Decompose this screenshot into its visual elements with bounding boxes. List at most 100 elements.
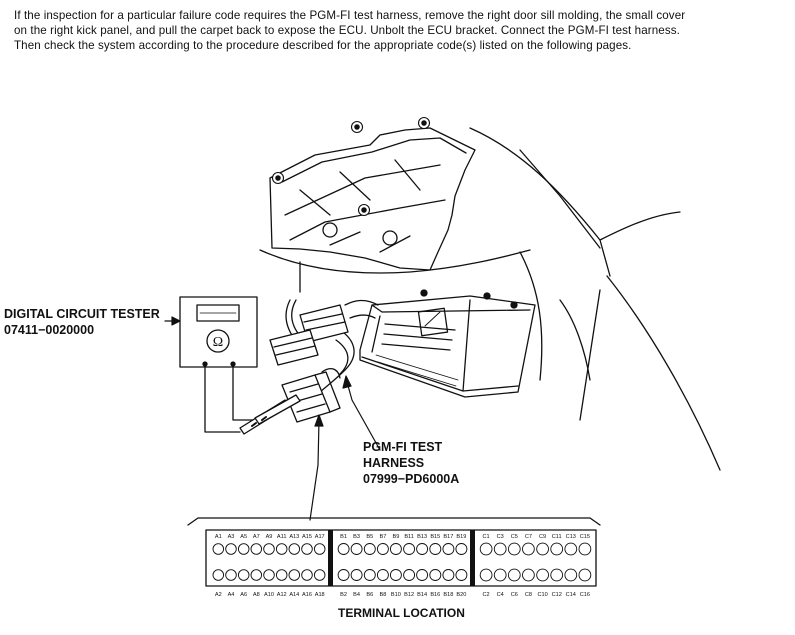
pin-label-b15: B15 xyxy=(430,534,440,540)
tester-part-number: 07411−0020000 xyxy=(4,323,95,337)
terminal-pin-c6 xyxy=(507,568,521,582)
terminal-pin-b4 xyxy=(350,569,363,581)
ecu-side-connector xyxy=(269,304,349,366)
pin-label-a8: A8 xyxy=(253,592,260,598)
pin-label-a6: A6 xyxy=(240,592,247,598)
pin-label-a9: A9 xyxy=(266,534,273,540)
terminal-pin-a13 xyxy=(288,543,301,555)
terminal-location-title: TERMINAL LOCATION xyxy=(338,606,465,620)
ecu-unit xyxy=(359,289,536,398)
harness-name-line1: PGM-FI TEST xyxy=(363,440,443,454)
terminal-pin-c5 xyxy=(507,542,521,556)
pin-label-a4: A4 xyxy=(228,592,235,598)
tester-label: DIGITAL CIRCUIT TESTER 07411−0020000 xyxy=(4,306,160,338)
terminal-pin-a18 xyxy=(313,569,326,581)
pin-label-b16: B16 xyxy=(430,592,440,598)
pin-label-b5: B5 xyxy=(366,534,373,540)
terminal-pin-b18 xyxy=(442,569,455,581)
terminal-pin-c13 xyxy=(564,542,578,556)
pin-label-b9: B9 xyxy=(392,534,399,540)
terminal-pin-b7 xyxy=(376,543,389,555)
pin-label-b11: B11 xyxy=(404,534,414,540)
tester-name: DIGITAL CIRCUIT TESTER xyxy=(4,307,160,321)
terminal-pin-c4 xyxy=(493,568,507,582)
terminal-pin-b20 xyxy=(455,569,468,581)
pin-label-b2: B2 xyxy=(340,592,347,598)
pin-label-c14: C14 xyxy=(566,592,576,598)
pin-label-b10: B10 xyxy=(391,592,401,598)
pin-label-a14: A14 xyxy=(289,592,299,598)
terminal-pin-c12 xyxy=(550,568,564,582)
pin-label-c8: C8 xyxy=(525,592,532,598)
terminal-pin-b17 xyxy=(442,543,455,555)
pin-label-a17: A17 xyxy=(315,534,325,540)
bolt-icon xyxy=(350,120,364,134)
terminal-pin-c1 xyxy=(479,542,493,556)
pin-label-c3: C3 xyxy=(497,534,504,540)
bracket-bolts xyxy=(271,116,431,217)
pin-label-a18: A18 xyxy=(315,592,325,598)
terminal-pins xyxy=(212,542,592,582)
pin-label-b3: B3 xyxy=(353,534,360,540)
pin-label-b1: B1 xyxy=(340,534,347,540)
instruction-line-3: Then check the system according to the p… xyxy=(14,39,632,52)
pin-label-c7: C7 xyxy=(525,534,532,540)
pin-label-a1: A1 xyxy=(215,534,222,540)
bolt-icon xyxy=(417,116,431,130)
terminal-pin-b19 xyxy=(455,543,468,555)
terminal-pin-c10 xyxy=(536,568,549,582)
harness-part-number: 07999−PD6000A xyxy=(363,472,460,486)
terminal-pin-a1 xyxy=(212,543,225,555)
pin-label-b8: B8 xyxy=(379,592,386,598)
terminal-pin-b13 xyxy=(416,543,429,555)
pin-label-c4: C4 xyxy=(497,592,504,598)
terminal-pin-b16 xyxy=(429,569,442,581)
pin-label-a2: A2 xyxy=(215,592,222,598)
ohm-icon: Ω xyxy=(213,335,223,350)
pin-label-c10: C10 xyxy=(537,592,547,598)
terminal-pin-c7 xyxy=(522,542,535,556)
terminal-pin-c3 xyxy=(493,542,507,556)
terminal-pin-c9 xyxy=(536,542,549,556)
pin-label-c12: C12 xyxy=(552,592,562,598)
pin-label-c9: C9 xyxy=(539,534,546,540)
pin-label-a13: A13 xyxy=(289,534,299,540)
terminal-pin-b15 xyxy=(429,543,442,555)
terminal-pin-c2 xyxy=(479,568,493,582)
terminal-leader-line xyxy=(309,419,320,521)
terminal-pin-a11 xyxy=(275,543,288,555)
pin-label-b14: B14 xyxy=(417,592,427,598)
pin-label-b4: B4 xyxy=(353,592,360,598)
pin-label-b18: B18 xyxy=(443,592,453,598)
terminal-pin-c11 xyxy=(550,542,564,556)
pin-label-b13: B13 xyxy=(417,534,427,540)
terminal-pin-a17 xyxy=(313,543,326,555)
terminal-pin-a3 xyxy=(225,543,237,555)
terminal-pin-a5 xyxy=(237,543,250,555)
terminal-pin-b11 xyxy=(403,543,416,555)
pin-label-a15: A15 xyxy=(302,534,312,540)
terminal-pin-b3 xyxy=(350,543,363,555)
terminal-pin-a2 xyxy=(212,569,225,581)
terminal-pin-b12 xyxy=(403,569,416,581)
harness-connector xyxy=(281,367,341,423)
terminal-pin-a4 xyxy=(225,569,237,581)
bolt-icon xyxy=(357,203,371,217)
terminal-pin-a12 xyxy=(275,569,288,581)
pin-label-a10: A10 xyxy=(264,592,274,598)
terminal-pin-a15 xyxy=(301,543,313,555)
terminal-pin-a9 xyxy=(263,543,275,555)
pin-label-a12: A12 xyxy=(277,592,287,598)
terminal-pin-b9 xyxy=(389,543,402,555)
terminal-pin-a8 xyxy=(250,569,263,581)
instruction-line-2: on the right kick panel, and pull the ca… xyxy=(14,24,680,37)
terminal-pin-a6 xyxy=(237,569,250,581)
terminal-pin-b14 xyxy=(416,569,429,581)
pin-label-c15: C15 xyxy=(580,534,590,540)
terminal-pin-c14 xyxy=(564,568,578,582)
instruction-line-1: If the inspection for a particular failu… xyxy=(14,9,686,22)
terminal-pin-b5 xyxy=(363,543,376,555)
bolt-icon xyxy=(271,171,285,185)
